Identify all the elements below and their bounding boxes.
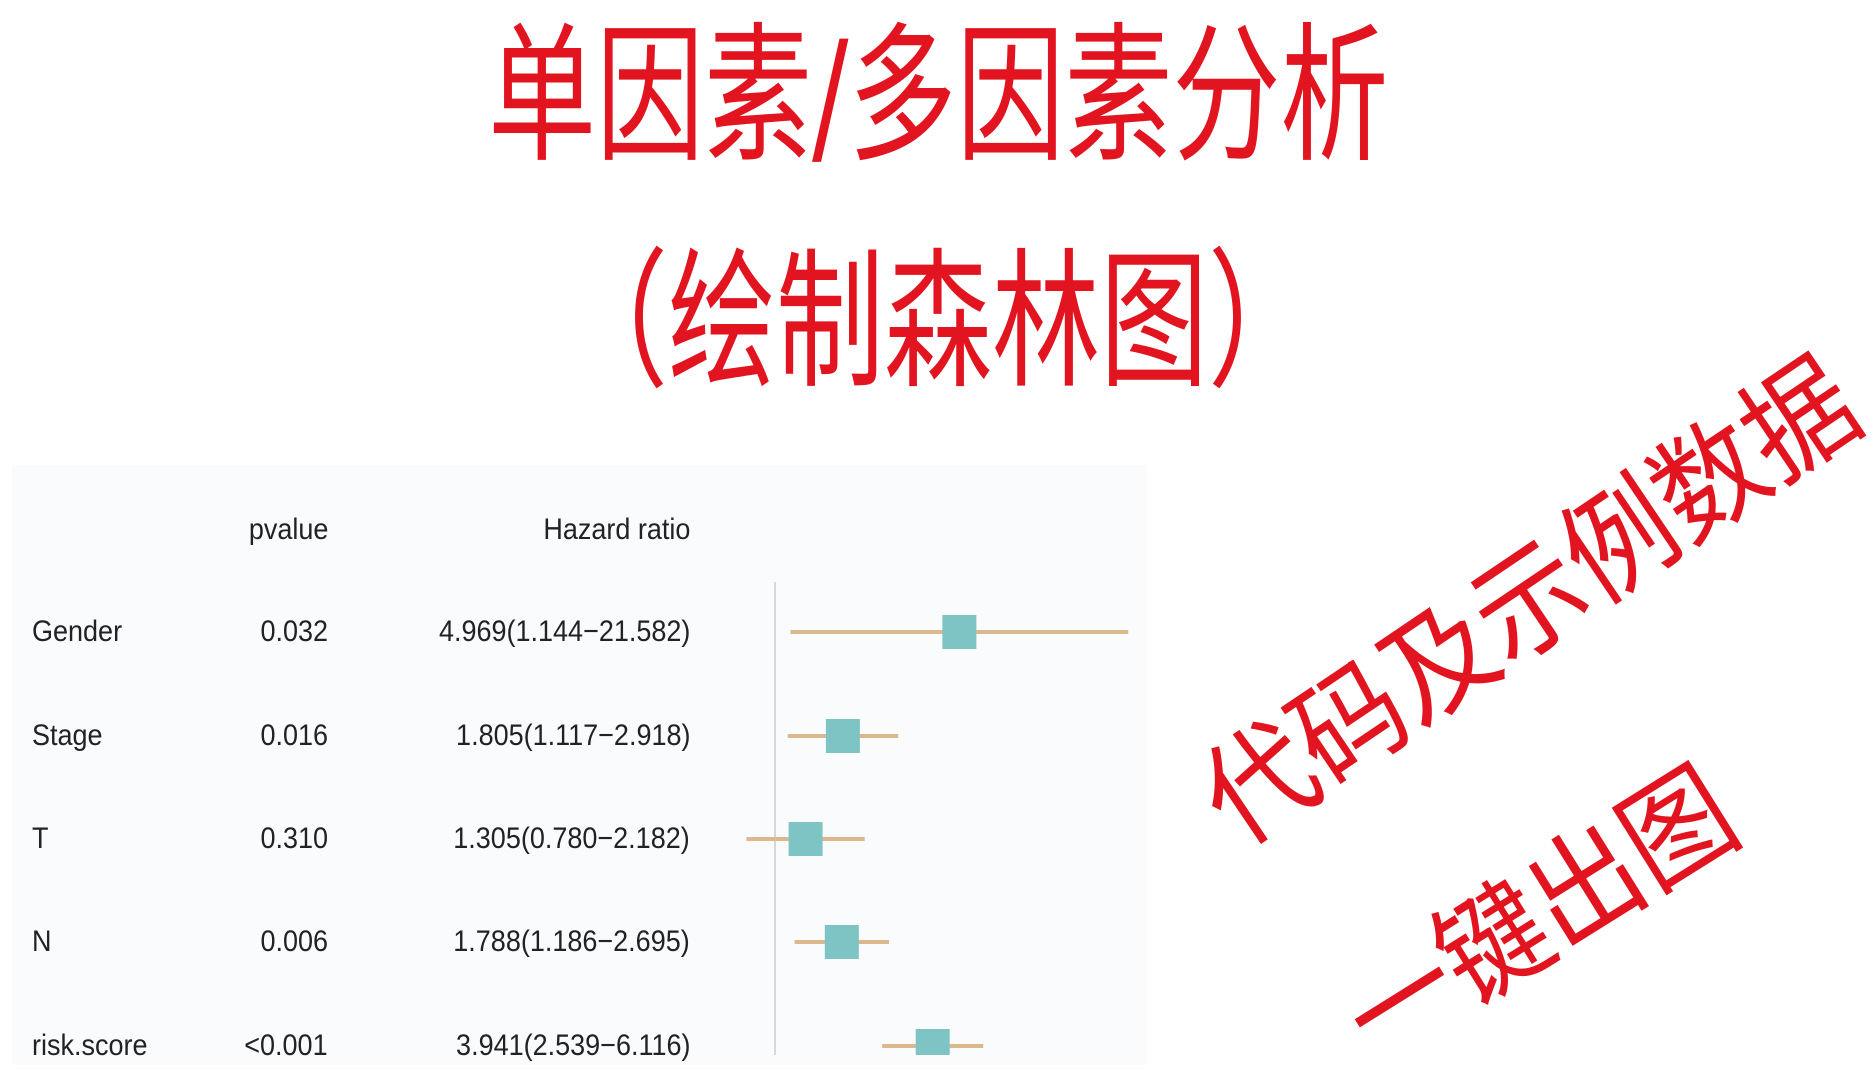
row-pvalue: 0.310 [260, 822, 328, 855]
row-pvalue: 0.006 [260, 925, 328, 958]
row-pvalue: 0.032 [260, 615, 328, 648]
title-text-2: （绘制森林图） [559, 236, 1316, 410]
row-label: T [32, 822, 49, 855]
row-hr-text: 1.305(0.780−2.182) [453, 822, 690, 855]
header-pvalue: pvalue [248, 513, 328, 546]
header-hazard-ratio: Hazard ratio [542, 513, 690, 546]
annotation-code-and-sample-data: 代码及示例数据 [1176, 332, 1876, 872]
row-label: N [32, 925, 52, 958]
title-line-1: 单因素/多因素分析 [0, 22, 1876, 172]
row-hr-text: 4.969(1.144−21.582) [438, 615, 690, 648]
row-label: risk.score [32, 1029, 148, 1062]
title-text-1: 单因素/多因素分析 [487, 10, 1389, 184]
row-pvalue: 0.016 [260, 719, 328, 752]
row-label: Gender [32, 615, 123, 648]
row-pvalue: <0.001 [244, 1029, 328, 1062]
row-label: Stage [32, 719, 103, 752]
row-hr-text: 1.788(1.186−2.695) [453, 925, 690, 958]
annotation-one-click-plot: 一键出图 [1319, 741, 1761, 1089]
row-hr-text: 3.941(2.539−6.116) [455, 1029, 690, 1062]
title-line-2: （绘制森林图） [0, 248, 1876, 398]
forest-plot-panel [12, 465, 1147, 1065]
row-hr-text: 1.805(1.117−2.918) [455, 719, 690, 752]
